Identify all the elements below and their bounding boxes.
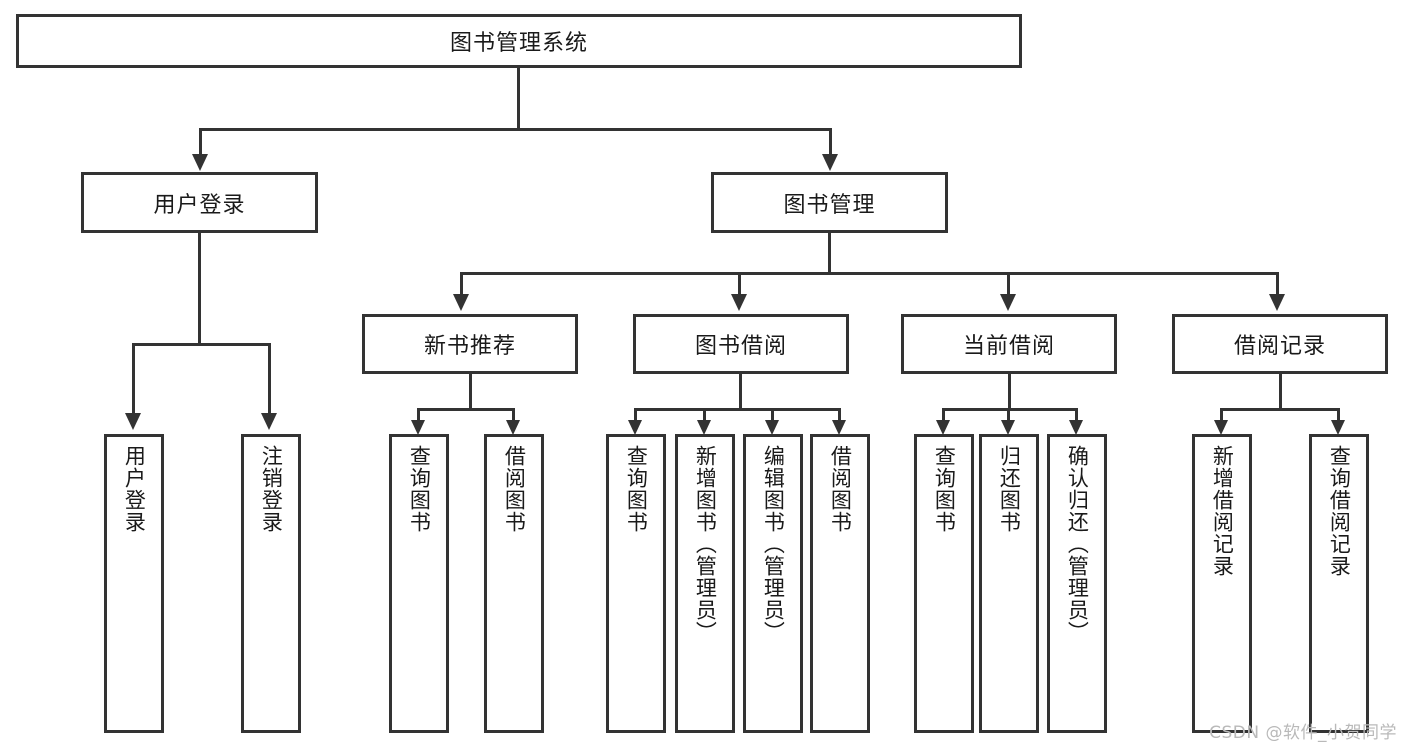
leaf-recommend-query-book[interactable]: 查询图书 <box>389 434 449 733</box>
connector-user-login-leaf2 <box>268 343 271 415</box>
leaf-label: 查询图书 <box>624 445 649 533</box>
arrow-to-user-login <box>192 154 208 171</box>
arrow-current-borrow-leaf3 <box>1069 420 1083 435</box>
leaf-label: 查询图书 <box>407 445 432 533</box>
node-label: 借阅记录 <box>1233 334 1326 359</box>
leaf-current-return-book[interactable]: 归还图书 <box>979 434 1039 733</box>
connector-book-borrow-leaf2 <box>703 408 706 422</box>
connector-new-book-leaf2 <box>512 408 515 422</box>
node-new-book-recommend[interactable]: 新书推荐 <box>362 314 578 374</box>
connector-book-borrow-leaf1 <box>634 408 637 422</box>
arrow-current-borrow-leaf1 <box>936 420 950 435</box>
connector-to-user-login <box>199 128 202 156</box>
node-root-system[interactable]: 图书管理系统 <box>16 14 1022 68</box>
connector-current-borrow-leaf3 <box>1075 408 1078 422</box>
arrow-current-borrow-leaf2 <box>1001 420 1015 435</box>
arrow-to-book-borrow <box>731 294 747 311</box>
connector-to-book-borrow <box>738 272 741 296</box>
connector-book-borrow-stem <box>739 374 742 408</box>
leaf-borrow-edit-book[interactable]: 编辑图书（管理员） <box>743 434 803 733</box>
connector-to-book-manage <box>829 128 832 156</box>
leaf-recommend-borrow-book[interactable]: 借阅图书 <box>484 434 544 733</box>
leaf-label: 查询图书 <box>932 445 957 533</box>
node-borrow-record[interactable]: 借阅记录 <box>1172 314 1388 374</box>
arrow-to-current-borrow <box>1000 294 1016 311</box>
connector-level3-bus <box>460 272 1278 275</box>
connector-level2-bus <box>199 128 832 131</box>
leaf-user-login[interactable]: 用户登录 <box>104 434 164 733</box>
connector-to-borrow-record <box>1276 272 1279 296</box>
leaf-label: 注销登录 <box>259 445 284 533</box>
arrow-new-book-leaf2 <box>506 420 520 435</box>
node-label: 图书借阅 <box>694 334 787 359</box>
leaf-label: 查询借阅记录 <box>1327 445 1352 577</box>
arrow-to-borrow-record <box>1269 294 1285 311</box>
node-label: 新书推荐 <box>423 334 516 359</box>
leaf-label: 借阅图书 <box>828 445 853 533</box>
arrow-book-borrow-leaf3 <box>765 420 779 435</box>
arrow-to-book-manage <box>822 154 838 171</box>
node-label: 图书管理系统 <box>449 31 588 56</box>
connector-current-borrow-leaf1 <box>942 408 945 422</box>
leaf-borrow-query-book[interactable]: 查询图书 <box>606 434 666 733</box>
node-book-management[interactable]: 图书管理 <box>711 172 948 233</box>
connector-borrow-record-leaf2 <box>1337 408 1340 422</box>
connector-to-current-borrow <box>1007 272 1010 296</box>
arrow-book-borrow-leaf4 <box>832 420 846 435</box>
arrow-book-borrow-leaf1 <box>628 420 642 435</box>
leaf-label: 确认归还（管理员） <box>1065 445 1090 643</box>
leaf-label: 新增借阅记录 <box>1210 445 1235 577</box>
connector-current-borrow-bus <box>942 408 1078 411</box>
leaf-record-add-record[interactable]: 新增借阅记录 <box>1192 434 1252 733</box>
node-current-borrow[interactable]: 当前借阅 <box>901 314 1117 374</box>
connector-new-book-bus <box>417 408 515 411</box>
leaf-logout[interactable]: 注销登录 <box>241 434 301 733</box>
node-label: 当前借阅 <box>962 334 1055 359</box>
connector-current-borrow-stem <box>1008 374 1011 408</box>
leaf-label: 用户登录 <box>122 445 147 533</box>
arrow-user-login-leaf2 <box>261 413 277 430</box>
connector-book-manage-stem <box>828 233 831 272</box>
arrow-user-login-leaf1 <box>125 413 141 430</box>
connector-book-borrow-leaf3 <box>771 408 774 422</box>
leaf-label: 归还图书 <box>997 445 1022 533</box>
arrow-to-new-book <box>453 294 469 311</box>
leaf-label: 借阅图书 <box>502 445 527 533</box>
node-label: 图书管理 <box>783 192 876 218</box>
arrow-new-book-leaf1 <box>411 420 425 435</box>
node-label: 用户登录 <box>153 192 246 218</box>
connector-to-new-book <box>460 272 463 296</box>
leaf-borrow-add-book[interactable]: 新增图书（管理员） <box>675 434 735 733</box>
connector-user-login-bus <box>132 343 270 346</box>
leaf-borrow-borrow-book[interactable]: 借阅图书 <box>810 434 870 733</box>
connector-user-login-leaf1 <box>132 343 135 415</box>
leaf-label: 编辑图书（管理员） <box>761 445 786 643</box>
connector-root-stem <box>517 68 520 128</box>
leaf-label: 新增图书（管理员） <box>693 445 718 643</box>
arrow-borrow-record-leaf1 <box>1214 420 1228 435</box>
csdn-watermark: CSDN @软件_小贺同学 <box>1209 723 1397 743</box>
arrow-borrow-record-leaf2 <box>1331 420 1345 435</box>
connector-borrow-record-stem <box>1279 374 1282 408</box>
connector-borrow-record-bus <box>1220 408 1340 411</box>
node-user-login[interactable]: 用户登录 <box>81 172 318 233</box>
connector-current-borrow-leaf2 <box>1007 408 1010 422</box>
leaf-current-query-book[interactable]: 查询图书 <box>914 434 974 733</box>
connector-new-book-leaf1 <box>417 408 420 422</box>
connector-borrow-record-leaf1 <box>1220 408 1223 422</box>
node-book-borrow[interactable]: 图书借阅 <box>633 314 849 374</box>
leaf-current-confirm-return[interactable]: 确认归还（管理员） <box>1047 434 1107 733</box>
connector-new-book-stem <box>469 374 472 408</box>
connector-book-borrow-bus <box>634 408 841 411</box>
connector-book-borrow-leaf4 <box>838 408 841 422</box>
arrow-book-borrow-leaf2 <box>697 420 711 435</box>
connector-user-login-stem <box>198 233 201 343</box>
leaf-record-query-record[interactable]: 查询借阅记录 <box>1309 434 1369 733</box>
